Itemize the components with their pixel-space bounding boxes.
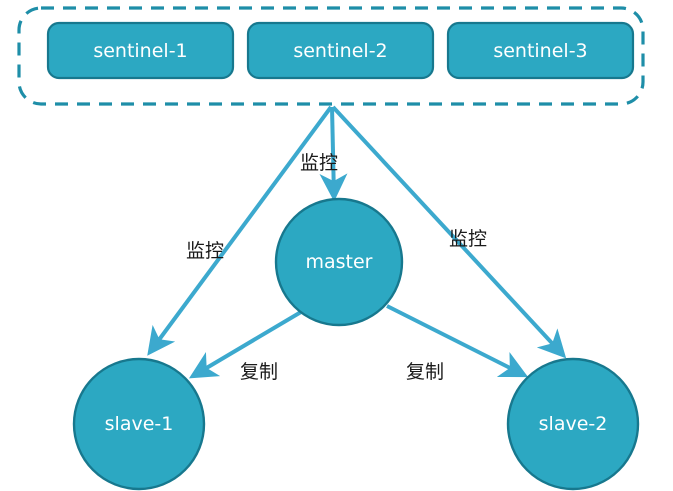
- slave-1-node[interactable]: [74, 359, 204, 489]
- slave-2-node-shape[interactable]: [506, 357, 640, 491]
- edge-monitor-slave-1: [147, 105, 333, 356]
- sentinel-group-border: [17, 6, 645, 106]
- slave-1-node-shape[interactable]: [72, 357, 206, 491]
- edge-replicate-slave-1: [188, 310, 303, 379]
- edge-replicate-slave-2: [386, 304, 529, 378]
- sentinel-3-shape[interactable]: [446, 21, 635, 80]
- edge-monitor-slave-2: [331, 105, 567, 359]
- master-node-shape[interactable]: [274, 197, 404, 327]
- sentinel-2-shape[interactable]: [246, 21, 435, 80]
- edge-monitor-master: [319, 106, 348, 202]
- master-node[interactable]: [276, 199, 402, 325]
- slave-2-node[interactable]: [508, 359, 638, 489]
- sentinel-1-shape[interactable]: [46, 21, 235, 80]
- sentinel-2-node[interactable]: [248, 23, 433, 78]
- sentinel-1-node[interactable]: [48, 23, 233, 78]
- sentinel-3-node[interactable]: [448, 23, 633, 78]
